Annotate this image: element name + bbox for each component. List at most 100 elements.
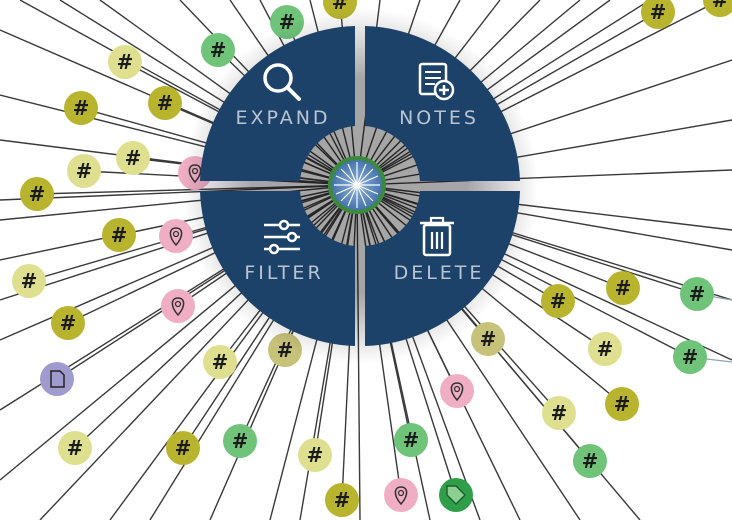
filter-button[interactable]: FILTER xyxy=(200,191,355,346)
hashtag-node[interactable]: # xyxy=(325,483,359,517)
hashtag-node[interactable]: # xyxy=(673,340,707,374)
node-circle xyxy=(703,0,732,17)
node-circle xyxy=(471,322,505,356)
compass-star-icon xyxy=(334,162,380,208)
hashtag-icon: # xyxy=(334,488,351,512)
delete-button[interactable]: DELETE xyxy=(365,191,520,346)
hashtag-icon: # xyxy=(650,0,667,24)
hashtag-node[interactable]: # xyxy=(223,424,257,458)
node-circle xyxy=(673,340,707,374)
location-pin-dot xyxy=(397,489,405,497)
radial-context-menu: EXPAND NOTES xyxy=(182,8,538,364)
tag-node[interactable] xyxy=(439,478,473,512)
hashtag-node[interactable]: # xyxy=(166,431,200,465)
node-circle xyxy=(20,177,54,211)
hashtag-node[interactable]: # xyxy=(542,396,576,430)
notes-add-icon xyxy=(418,62,455,101)
node-circle xyxy=(58,431,92,465)
hashtag-node[interactable]: # xyxy=(102,218,136,252)
hashtag-icon: # xyxy=(76,159,93,183)
hashtag-icon: # xyxy=(550,289,567,313)
center-node[interactable] xyxy=(328,156,386,214)
location-pin-dot xyxy=(174,300,182,308)
hashtag-icon: # xyxy=(615,276,632,300)
hashtag-icon: # xyxy=(614,392,631,416)
location-pin-dot xyxy=(172,230,180,238)
hashtag-node[interactable]: # xyxy=(298,438,332,472)
node-circle xyxy=(203,345,237,379)
hashtag-node[interactable]: # xyxy=(12,264,46,298)
node-circle xyxy=(641,0,675,29)
hashtag-node[interactable]: # xyxy=(64,91,98,125)
hashtag-node[interactable]: # xyxy=(203,345,237,379)
location-node[interactable] xyxy=(384,478,418,512)
magnifier-icon xyxy=(263,63,301,101)
delete-label: DELETE xyxy=(394,262,485,284)
hashtag-icon: # xyxy=(21,269,38,293)
hashtag-node[interactable]: # xyxy=(394,423,428,457)
node-circle xyxy=(605,387,639,421)
node-circle xyxy=(51,306,85,340)
node-circle xyxy=(108,45,142,79)
hashtag-icon: # xyxy=(29,182,46,206)
node-circle xyxy=(394,423,428,457)
node-circle xyxy=(541,284,575,318)
node-circle xyxy=(298,438,332,472)
hashtag-node[interactable]: # xyxy=(20,177,54,211)
tag-icon xyxy=(446,485,466,505)
expand-button[interactable]: EXPAND xyxy=(200,26,355,181)
hashtag-node[interactable]: # xyxy=(471,322,505,356)
location-pin-icon xyxy=(169,227,183,247)
hashtag-node[interactable]: # xyxy=(605,387,639,421)
hashtag-node[interactable]: # xyxy=(116,141,150,175)
node-circle xyxy=(67,154,101,188)
notes-label: NOTES xyxy=(399,107,479,129)
hashtag-node[interactable]: # xyxy=(58,431,92,465)
hashtag-node[interactable]: # xyxy=(680,277,714,311)
hashtag-icon: # xyxy=(60,311,77,335)
trash-icon xyxy=(420,216,454,257)
hashtag-node[interactable]: # xyxy=(201,33,235,67)
hashtag-node[interactable]: # xyxy=(588,332,622,366)
location-node[interactable] xyxy=(161,289,195,323)
hashtag-node[interactable]: # xyxy=(641,0,675,29)
hashtag-node[interactable]: # xyxy=(51,306,85,340)
hashtag-icon: # xyxy=(157,91,174,115)
hashtag-icon: # xyxy=(480,327,497,351)
node-circle xyxy=(588,332,622,366)
node-circle xyxy=(325,483,359,517)
hashtag-icon: # xyxy=(582,449,599,473)
hashtag-node[interactable]: # xyxy=(108,45,142,79)
node-circle xyxy=(40,362,74,396)
node-circle xyxy=(606,271,640,305)
hashtag-icon: # xyxy=(597,337,614,361)
hashtag-icon: # xyxy=(117,50,134,74)
hashtag-node[interactable]: # xyxy=(606,271,640,305)
notes-button[interactable]: NOTES xyxy=(365,26,520,181)
hashtag-icon: # xyxy=(232,429,249,453)
node-circle xyxy=(680,277,714,311)
location-node[interactable] xyxy=(159,219,193,253)
hashtag-node[interactable]: # xyxy=(148,86,182,120)
node-circle xyxy=(201,33,235,67)
node-circle xyxy=(148,86,182,120)
hashtag-icon: # xyxy=(682,345,699,369)
nodes-layer: ############################### xyxy=(12,0,732,517)
node-circle xyxy=(166,431,200,465)
hashtag-icon: # xyxy=(403,428,420,452)
location-node[interactable] xyxy=(440,374,474,408)
sliders-icon xyxy=(264,219,300,255)
hashtag-icon: # xyxy=(551,401,568,425)
hashtag-node[interactable]: # xyxy=(703,0,732,17)
hashtag-node[interactable]: # xyxy=(67,154,101,188)
document-node[interactable] xyxy=(40,362,74,396)
hashtag-node[interactable]: # xyxy=(573,444,607,478)
hashtag-icon: # xyxy=(307,443,324,467)
hashtag-node[interactable]: # xyxy=(541,284,575,318)
hashtag-icon: # xyxy=(212,350,229,374)
hashtag-icon: # xyxy=(712,0,729,12)
hashtag-icon: # xyxy=(689,282,706,306)
location-pin-icon xyxy=(450,382,464,402)
